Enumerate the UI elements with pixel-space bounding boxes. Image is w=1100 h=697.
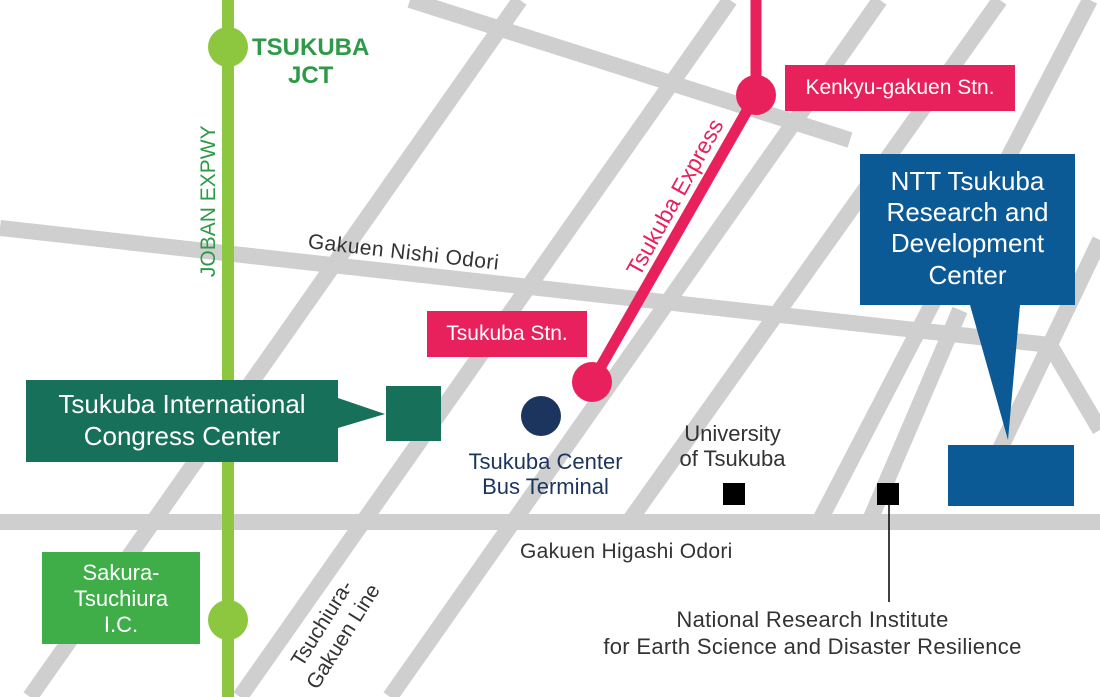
- congress-center-box[interactable]: Tsukuba International Congress Center: [26, 380, 338, 462]
- tsukuba-station-node[interactable]: [572, 362, 612, 402]
- tsukuba-jct-node[interactable]: [208, 27, 248, 67]
- road-north-diagonal: [407, 0, 853, 148]
- tsukuba-station-label[interactable]: Tsukuba Stn.: [427, 311, 587, 357]
- university-marker[interactable]: [723, 483, 745, 505]
- ntt-callout-pointer: [970, 305, 1020, 440]
- congress-line2: Congress Center: [83, 420, 281, 451]
- tsukuba-jct-line1: TSUKUBA: [252, 34, 370, 61]
- nied-line1: National Research Institute: [676, 607, 949, 632]
- congress-center-marker[interactable]: [386, 386, 441, 441]
- ntt-research-center-box[interactable]: NTT Tsukuba Research and Development Cen…: [860, 154, 1075, 305]
- ic-line3: I.C.: [103, 611, 139, 637]
- bus-line2: Bus Terminal: [482, 474, 609, 500]
- tsukuba-jct-line2: JCT: [287, 61, 334, 89]
- joban-expwy-label: JOBAN EXPWY: [196, 125, 220, 278]
- nied-label: National Research Institute for Earth Sc…: [560, 607, 1065, 661]
- gakuen-higashi-odori-label: Gakuen Higashi Odori: [520, 540, 733, 563]
- ic-line2: Tsuchiura: [73, 585, 169, 611]
- bus-terminal-node[interactable]: [521, 396, 561, 436]
- ntt-line1: NTT Tsukuba: [890, 166, 1045, 196]
- bus-terminal-label: Tsukuba Center Bus Terminal: [453, 449, 638, 499]
- tsukuba-jct-label: TSUKUBA JCT: [252, 34, 369, 89]
- ntt-line3: Development: [890, 228, 1045, 259]
- kenkyu-gakuen-station-node[interactable]: [736, 75, 776, 115]
- bus-line1: Tsukuba Center: [468, 449, 623, 474]
- university-line2: of Tsukuba: [679, 446, 786, 472]
- congress-line1: Tsukuba International: [58, 389, 306, 419]
- sakura-tsuchiura-ic-box: Sakura- Tsuchiura I.C.: [42, 552, 200, 644]
- road-tsuchiura-gakuen-line: [383, 0, 887, 697]
- road-east-segment: [1043, 340, 1100, 435]
- kenkyu-gakuen-station-label[interactable]: Kenkyu-gakuen Stn.: [785, 65, 1015, 111]
- ntt-line2: Research and: [886, 197, 1049, 228]
- university-line1: University: [684, 421, 781, 446]
- ntt-line4: Center: [928, 259, 1007, 290]
- ic-line1: Sakura-: [82, 560, 160, 585]
- congress-callout-pointer: [338, 398, 385, 428]
- sakura-tsuchiura-ic-node[interactable]: [208, 600, 248, 640]
- nied-marker[interactable]: [877, 483, 899, 505]
- ntt-building-marker[interactable]: [948, 445, 1074, 506]
- university-label: University of Tsukuba: [660, 421, 805, 471]
- nied-line2: for Earth Science and Disaster Resilienc…: [603, 633, 1022, 659]
